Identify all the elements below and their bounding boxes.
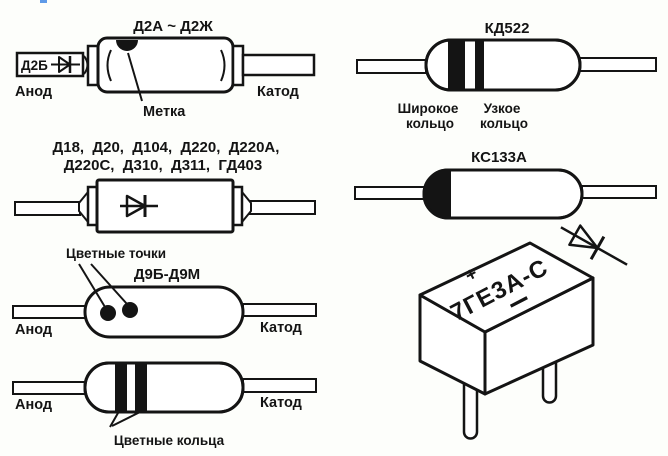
dot-pointer-line-2 xyxy=(90,263,128,305)
pin-left xyxy=(462,384,479,440)
left-meniscus xyxy=(106,49,112,82)
figure-d9b-d9m: Цветные точки Д9Б-Д9М Анод Катод xyxy=(12,246,317,339)
cathode-label: Катод xyxy=(260,395,302,411)
right-lead xyxy=(242,378,317,393)
right-lead xyxy=(242,303,317,317)
mark-label: Метка xyxy=(143,104,186,120)
mark-pointer-line xyxy=(127,52,143,102)
figure-title: Д2А ~ Д2Ж xyxy=(133,18,213,35)
blue-scan-artifact xyxy=(40,0,47,3)
dot-pointer-line-1 xyxy=(78,263,106,308)
wide-ring-label-line1: Широкое xyxy=(398,101,459,116)
cathode-lead xyxy=(241,53,316,77)
figure-d2a-d2zh: Д2А ~ Д2Ж Д2Б Метка Анод Катод xyxy=(15,18,316,120)
anode-label: Анод xyxy=(15,84,52,100)
diode-symbol-icon xyxy=(51,56,80,73)
polarity-mark xyxy=(116,40,138,51)
left-lead xyxy=(354,186,425,200)
left-cone xyxy=(78,191,89,223)
figure-title: Д9Б-Д9М xyxy=(134,266,200,283)
package-body-outline xyxy=(83,361,245,414)
package-body xyxy=(83,285,245,339)
anode-tab xyxy=(15,51,85,78)
figure-title-line1: Д18, Д20, Д104, Д220, Д220А, xyxy=(53,139,280,156)
ring-pointer-line-1 xyxy=(109,412,119,428)
package-body xyxy=(83,361,245,414)
narrow-ring-label-line2: кольцо xyxy=(480,116,528,131)
wide-ring-label-line2: кольцо xyxy=(406,116,454,131)
left-lead xyxy=(12,381,86,395)
right-cone xyxy=(241,191,252,223)
tab-marking-text: Д2Б xyxy=(21,58,48,73)
right-meniscus xyxy=(220,49,226,82)
rings-label: Цветные кольца xyxy=(114,433,225,448)
black-end-cap xyxy=(424,170,451,218)
figure-title: КС133А xyxy=(471,149,527,166)
right-collar xyxy=(231,44,245,87)
color-ring-1 xyxy=(115,363,127,412)
narrow-ring-label-line1: Узкое xyxy=(484,101,521,116)
package-body-outline xyxy=(424,38,582,92)
cathode-label: Катод xyxy=(257,84,299,100)
diode-symbol-icon xyxy=(560,224,628,266)
wide-ring xyxy=(448,40,465,90)
block-top-face xyxy=(418,241,595,334)
left-lead xyxy=(14,201,81,216)
color-dot-1 xyxy=(100,305,116,321)
left-lead xyxy=(12,305,86,319)
figure-kd522: КД522 Широкое кольцо Узкое кольцо xyxy=(356,20,657,131)
narrow-ring xyxy=(475,40,484,90)
color-ring-2 xyxy=(135,363,147,412)
dots-label: Цветные точки xyxy=(66,246,166,261)
right-lead xyxy=(581,185,657,199)
figure-ge7-3a-s: + 7ГЕ3А-С — xyxy=(418,224,628,440)
anode-label: Анод xyxy=(15,397,52,413)
ring-pointer-line-2 xyxy=(111,411,141,427)
package-body xyxy=(95,178,235,234)
left-lead xyxy=(356,59,427,74)
right-lead xyxy=(249,200,316,215)
figure-title: КД522 xyxy=(485,20,530,37)
figure-color-rings: Анод Катод Цветные кольца xyxy=(12,361,317,448)
diode-symbol-icon xyxy=(120,194,158,218)
color-dot-2 xyxy=(122,302,138,318)
figure-title-line2: Д220С, Д310, Д311, ГД403 xyxy=(64,157,263,174)
figure-ks133a: КС133А xyxy=(354,149,657,220)
figure-d18-group: Д18, Д20, Д104, Д220, Д220А, Д220С, Д310… xyxy=(14,139,316,234)
package-body-outline xyxy=(422,168,584,220)
anode-label: Анод xyxy=(15,322,52,338)
cathode-label: Катод xyxy=(260,320,302,336)
right-lead xyxy=(579,57,657,72)
pin-right xyxy=(541,358,558,404)
